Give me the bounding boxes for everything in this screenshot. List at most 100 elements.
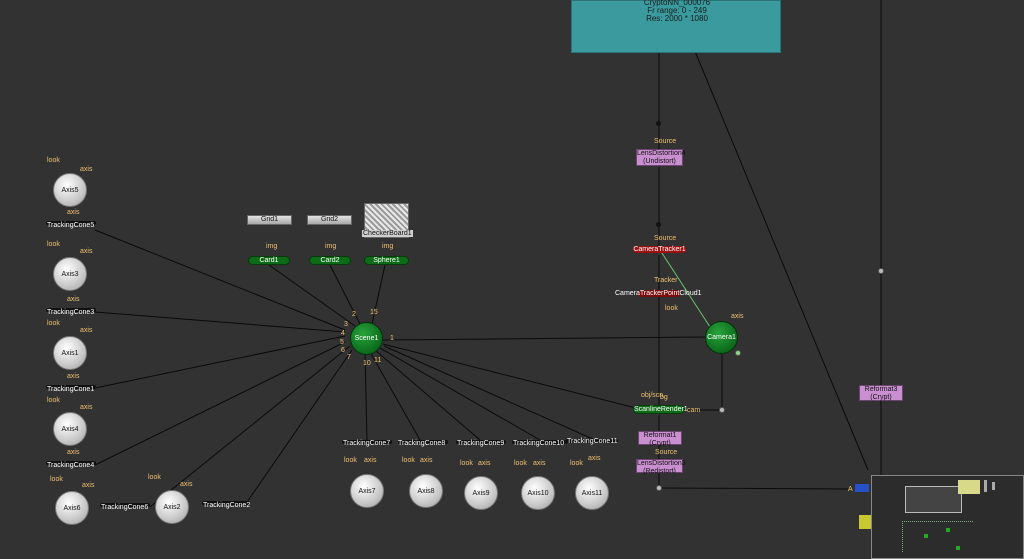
minimap-marker	[992, 482, 995, 490]
grid1-node[interactable]: Grid1	[247, 215, 292, 225]
port-axis: axis	[67, 373, 80, 380]
scene-input-label: 1	[390, 335, 394, 342]
yellow-node[interactable]	[859, 515, 871, 529]
port-axis: axis	[478, 460, 491, 467]
trackingcone3-node[interactable]	[46, 308, 96, 312]
port-axis: axis	[588, 455, 601, 462]
trackingcone2-node[interactable]	[202, 501, 250, 505]
port-look: look	[514, 460, 527, 467]
dot-node[interactable]	[656, 485, 662, 491]
trackingcone2-label: TrackingCone2	[203, 502, 251, 509]
trackingcone9-node[interactable]	[456, 440, 506, 444]
axis7-node[interactable]: Axis7	[350, 474, 384, 508]
port-axis: axis	[80, 248, 93, 255]
port-axis: axis	[420, 457, 433, 464]
port-axis: axis	[731, 313, 744, 320]
lensdistortion4-node[interactable]: LensDistortion4 (Undistort)	[636, 149, 686, 166]
minimap-node	[924, 534, 928, 538]
trackingcone11-node[interactable]	[566, 439, 618, 443]
port-look: look	[50, 476, 63, 483]
scene-input-label: 6	[341, 347, 345, 354]
port-look: look	[460, 460, 473, 467]
read-node-resolution: Res: 2000 * 1080	[646, 14, 708, 23]
pointcloud-node[interactable]	[638, 290, 680, 297]
axis11-node[interactable]: Axis11	[575, 476, 609, 510]
read-node-file: CryptoNN_000076	[643, 0, 711, 7]
scene-input-label: 4	[341, 330, 345, 337]
trackingcone7-node[interactable]	[342, 440, 392, 444]
minimap-viewport[interactable]	[905, 486, 962, 513]
axis10-node[interactable]: Axis10	[521, 476, 555, 510]
trackingcone10-label: TrackingCone10	[513, 440, 565, 447]
port-axis: axis	[67, 449, 80, 456]
trackingcone1-node[interactable]	[46, 385, 96, 389]
pointcloud-label: CameraTrackerPointCloud1	[615, 290, 702, 297]
camera-output-dot[interactable]	[735, 350, 741, 356]
trackingcone10-node[interactable]	[512, 440, 567, 444]
reformat1-sub: (Crypt)	[649, 440, 671, 447]
axis4-node[interactable]: Axis4	[53, 412, 87, 446]
port-look: look	[148, 474, 161, 481]
card1-node[interactable]: Card1	[248, 256, 290, 265]
cameratracker1-node[interactable]: CameraTracker1	[633, 246, 686, 253]
axis2-node[interactable]: Axis2	[155, 490, 189, 524]
scene1-node[interactable]: Scene1	[350, 322, 383, 355]
scene-input-label: 3	[344, 321, 348, 328]
axis6-node[interactable]: Axis6	[55, 491, 89, 525]
port-source: Source	[654, 235, 677, 242]
port-axis: axis	[364, 457, 377, 464]
axis3-node[interactable]: Axis3	[53, 257, 87, 291]
port-img: img	[325, 243, 337, 250]
read-node[interactable]: CryptoNN_000076 Fr range: 0 - 249 Res: 2…	[571, 0, 781, 53]
axis8-node[interactable]: Axis8	[409, 474, 443, 508]
trackingcone8-node[interactable]	[398, 440, 448, 444]
axis9-node[interactable]: Axis9	[464, 476, 498, 510]
port-axis: axis	[67, 296, 80, 303]
lensdistortion4-sub: (Undistort)	[643, 158, 676, 165]
port-img: img	[382, 243, 394, 250]
port-img: img	[266, 243, 278, 250]
navigator-minimap[interactable]	[871, 475, 1024, 559]
scene-input-label: 15	[370, 309, 378, 316]
port-look: look	[47, 320, 60, 327]
dot-node[interactable]	[719, 407, 725, 413]
scene-input-label: 2	[352, 311, 356, 318]
trackingcone1-label: TrackingCone1	[47, 386, 95, 393]
scanlinerender1-node[interactable]: ScanlineRender1	[633, 405, 688, 414]
port-axis: axis	[80, 327, 93, 334]
dot-node[interactable]	[878, 268, 884, 274]
trackingcone6-label: TrackingCone6	[101, 504, 149, 511]
axis1-node[interactable]: Axis1	[53, 336, 87, 370]
grid2-node[interactable]: Grid2	[307, 215, 352, 225]
trackingcone11-label: TrackingCone11	[567, 438, 618, 445]
read-node-frame-range: Fr range: 0 - 249	[647, 6, 707, 15]
port-axis: axis	[67, 209, 80, 216]
trackingcone5-node[interactable]	[46, 221, 96, 225]
dot-node[interactable]	[656, 222, 661, 227]
dot-node[interactable]	[656, 121, 661, 126]
port-look: look	[570, 460, 583, 467]
lensdistortion3-node[interactable]: LensDistortion3 (Redistort)	[636, 459, 686, 475]
trackingcone4-node[interactable]	[46, 461, 96, 465]
reformat3-label: Reformat3	[864, 386, 898, 393]
reformat1-label: Reformat1	[643, 432, 677, 439]
trackingcone9-label: TrackingCone9	[457, 440, 505, 447]
merge-node[interactable]	[855, 484, 869, 492]
axis5-node[interactable]: Axis5	[53, 173, 87, 207]
reformat3-node[interactable]: Reformat3 (Crypt)	[859, 385, 903, 401]
port-axis: axis	[82, 482, 95, 489]
trackingcone7-label: TrackingCone7	[343, 440, 391, 447]
card2-node[interactable]: Card2	[309, 256, 351, 265]
reformat3-sub: (Crypt)	[870, 394, 892, 401]
reformat1-node[interactable]: Reformat1 (Crypt)	[638, 431, 682, 447]
scene-input-label: 7	[347, 354, 351, 361]
port-source: Source	[655, 449, 678, 456]
port-look: look	[665, 305, 678, 312]
trackingcone4-label: TrackingCone4	[47, 462, 95, 469]
trackingcone6-node[interactable]	[100, 503, 150, 507]
camera1-node[interactable]: Camera1	[705, 321, 738, 354]
port-axis: axis	[533, 460, 546, 467]
port-look: look	[402, 457, 415, 464]
sphere1-node[interactable]: Sphere1	[364, 256, 409, 265]
port-tracker: Tracker	[654, 277, 678, 284]
